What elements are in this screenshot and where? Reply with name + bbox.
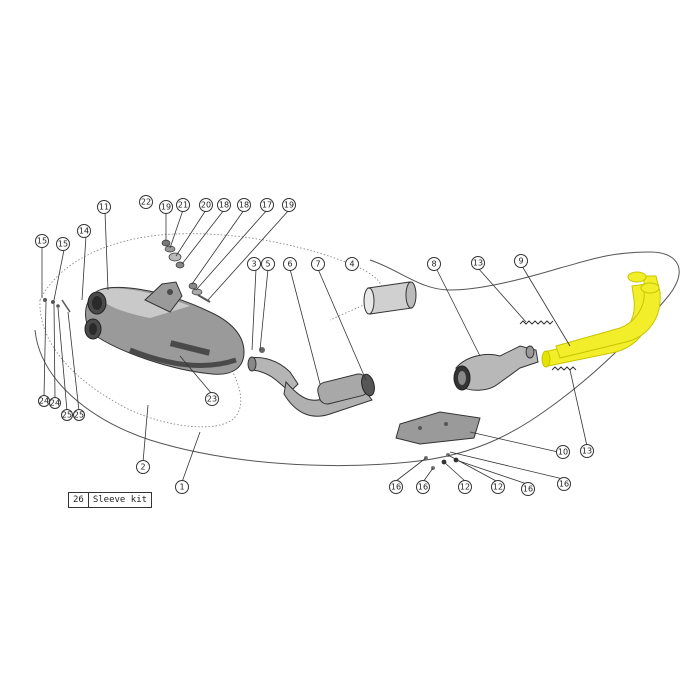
svg-text:23: 23 — [207, 395, 217, 404]
svg-text:20: 20 — [201, 201, 211, 210]
sleeve-kit-label: 26 Sleeve kit — [68, 492, 153, 508]
svg-text:2: 2 — [140, 463, 145, 472]
svg-text:6: 6 — [287, 260, 292, 269]
svg-text:22: 22 — [141, 198, 151, 207]
catalyst-section — [283, 373, 375, 417]
svg-text:14: 14 — [79, 227, 89, 236]
callout-6: 6 — [283, 257, 297, 271]
svg-text:1: 1 — [179, 483, 184, 492]
callout-10: 10 — [556, 445, 570, 459]
callout-14: 14 — [77, 224, 91, 238]
svg-text:11: 11 — [99, 203, 109, 212]
svg-text:8: 8 — [431, 260, 436, 269]
svg-text:12: 12 — [493, 483, 503, 492]
callout-8: 8 — [427, 257, 441, 271]
svg-text:15: 15 — [58, 240, 68, 249]
callout-22: 22 — [139, 195, 153, 209]
callout-24a: 24 — [38, 395, 50, 407]
svg-text:5: 5 — [265, 260, 270, 269]
callout-19a: 19 — [159, 200, 173, 214]
svg-text:16: 16 — [418, 483, 428, 492]
heat-shield-screws — [424, 453, 459, 470]
leader-lines — [41, 209, 588, 485]
header-pipes-highlighted — [541, 271, 661, 368]
assembly-outline-1 — [34, 251, 680, 467]
sleeve-piece — [363, 281, 417, 315]
svg-text:12: 12 — [460, 483, 470, 492]
callout-19b: 19 — [282, 198, 296, 212]
callout-23: 23 — [205, 392, 219, 406]
callout-17: 17 — [260, 198, 274, 212]
callout-5: 5 — [261, 257, 275, 271]
svg-text:25: 25 — [62, 411, 72, 420]
callout-15b: 15 — [56, 237, 70, 251]
svg-text:24: 24 — [39, 397, 49, 406]
callout-25a: 25 — [61, 409, 73, 421]
assembly-outline-2 — [39, 233, 383, 428]
callout-16a: 16 — [389, 480, 403, 494]
callout-2: 2 — [136, 460, 150, 474]
svg-text:16: 16 — [559, 480, 569, 489]
callout-15a: 15 — [35, 234, 49, 248]
svg-text:21: 21 — [178, 201, 188, 210]
svg-text:15: 15 — [37, 237, 47, 246]
callout-18a: 18 — [217, 198, 231, 212]
clamp-and-link-pipe — [247, 347, 299, 393]
small-fasteners — [43, 298, 71, 313]
callout-16c: 16 — [521, 482, 535, 496]
callout-11: 11 — [97, 200, 111, 214]
svg-text:7: 7 — [315, 260, 320, 269]
callout-7: 7 — [311, 257, 325, 271]
callout-12b: 12 — [491, 480, 505, 494]
sleeve-kit-number: 26 — [69, 493, 89, 507]
svg-text:13: 13 — [473, 259, 483, 268]
callout-20: 20 — [199, 198, 213, 212]
svg-text:18: 18 — [219, 201, 229, 210]
springs — [519, 320, 577, 371]
y-pipe — [453, 345, 539, 391]
svg-text:16: 16 — [391, 483, 401, 492]
svg-text:13: 13 — [582, 447, 592, 456]
callout-9: 9 — [514, 254, 528, 268]
callout-12a: 12 — [458, 480, 472, 494]
callout-25b: 25 — [73, 409, 85, 421]
svg-text:25: 25 — [74, 411, 84, 420]
callout-18b: 18 — [237, 198, 251, 212]
svg-text:16: 16 — [523, 485, 533, 494]
sleeve-kit-text: Sleeve kit — [92, 495, 148, 505]
callout-13b: 13 — [580, 444, 594, 458]
callout-13a: 13 — [471, 256, 485, 270]
callout-1: 1 — [175, 480, 189, 494]
callout-16b: 16 — [416, 480, 430, 494]
heat-shield — [395, 411, 481, 445]
svg-text:24: 24 — [50, 399, 60, 408]
svg-text:3: 3 — [251, 260, 256, 269]
svg-text:17: 17 — [262, 201, 272, 210]
callout-16d: 16 — [557, 477, 571, 491]
svg-text:18: 18 — [239, 201, 249, 210]
svg-text:10: 10 — [558, 448, 568, 457]
mounting-hardware-stack — [161, 239, 211, 303]
muffler-body — [84, 281, 245, 375]
callout-3: 3 — [247, 257, 261, 271]
callout-21: 21 — [176, 198, 190, 212]
callout-4: 4 — [345, 257, 359, 271]
svg-text:9: 9 — [518, 257, 523, 266]
svg-text:19: 19 — [284, 201, 294, 210]
svg-text:4: 4 — [349, 260, 354, 269]
svg-text:19: 19 — [161, 203, 171, 212]
callout-24b: 24 — [49, 397, 61, 409]
